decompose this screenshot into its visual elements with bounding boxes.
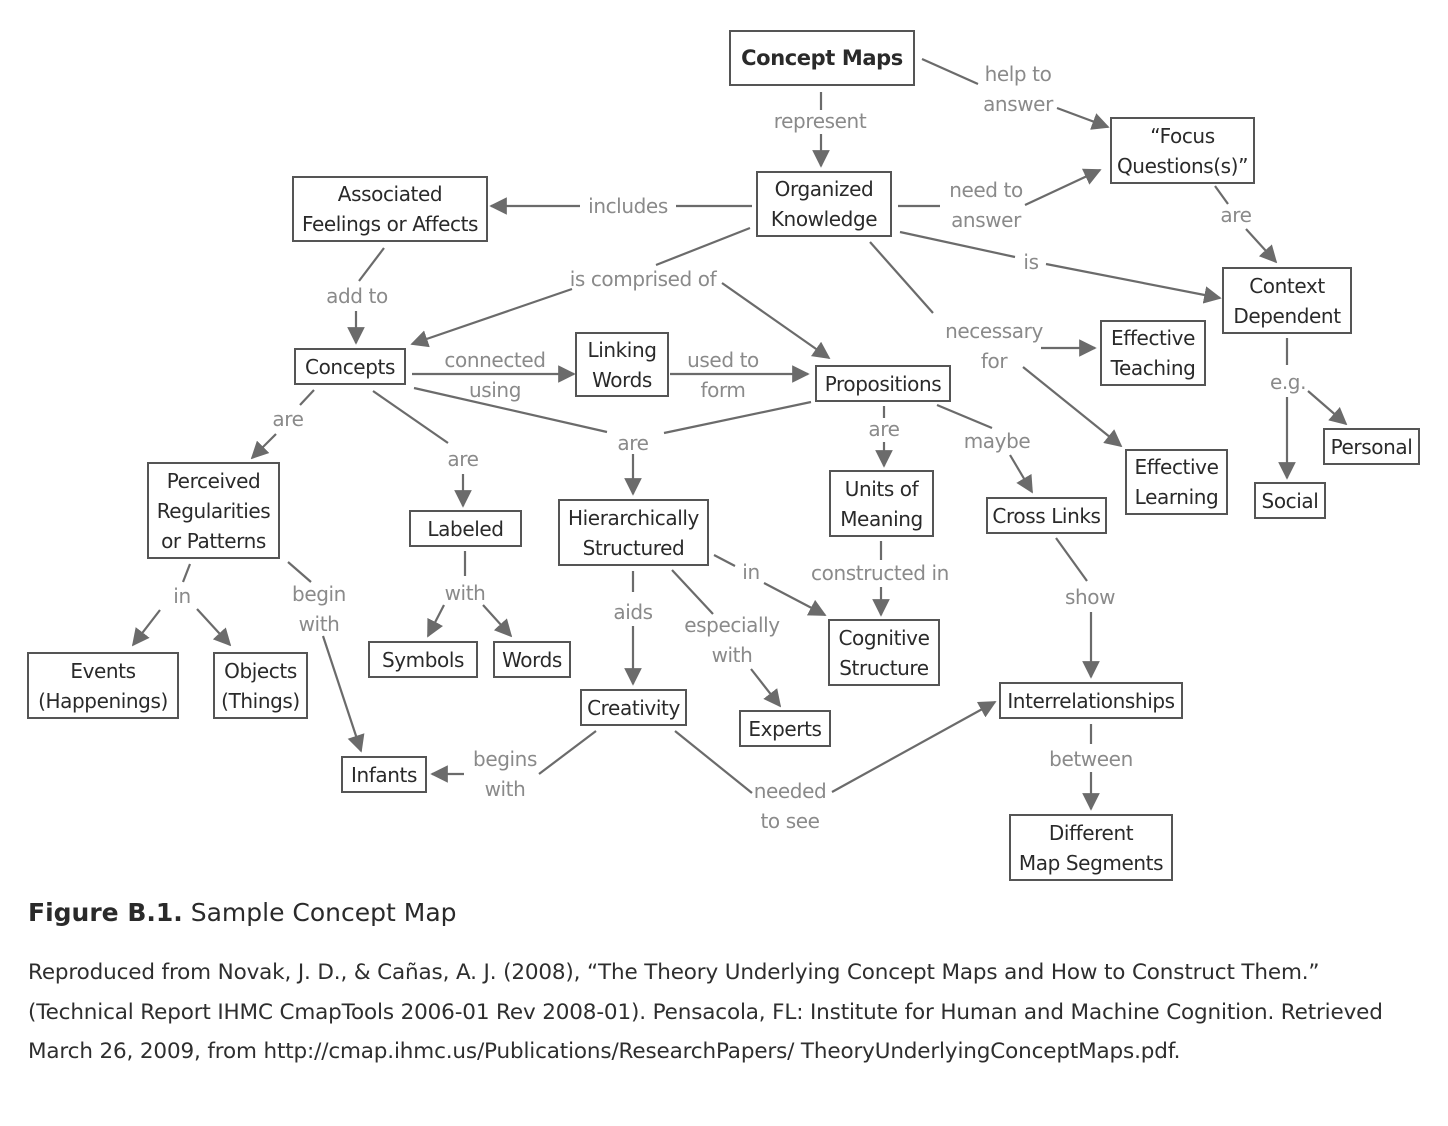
node-hierarchically-structured: Hierarchically Structured: [558, 499, 709, 566]
link-used-to-form: used to form: [687, 348, 759, 402]
node-focus-questions: “Focus Questions(s)”: [1110, 117, 1255, 184]
link-with-labeled: with: [444, 581, 486, 605]
edge-comprised-to-props: [721, 282, 831, 360]
node-associated-feelings: Associated Feelings or Affects: [292, 176, 488, 242]
node-different-map-segments: Different Map Segments: [1009, 814, 1173, 881]
node-events: Events (Happenings): [27, 652, 179, 719]
edge-with-to-symbols: [427, 604, 445, 638]
node-infants: Infants: [341, 756, 427, 793]
edge-props-to-are-hier: [663, 400, 812, 435]
node-propositions: Propositions: [815, 365, 951, 402]
link-begins-with: begins with: [473, 747, 537, 801]
edge-needed-to-inter: [831, 701, 997, 793]
link-eg: e.g.: [1269, 370, 1307, 394]
node-experts: Experts: [739, 710, 831, 747]
link-in-hier: in: [742, 560, 760, 584]
node-words: Words: [493, 641, 571, 678]
edge-hier-to-in: [713, 554, 736, 567]
edge-in-to-events: [131, 609, 161, 647]
node-context-dependent: Context Dependent: [1222, 267, 1352, 334]
edge-creativity-to-needed: [674, 730, 753, 794]
edge-with-to-words: [482, 604, 513, 638]
link-between: between: [1049, 747, 1133, 771]
link-needed-to-see: needed to see: [753, 779, 827, 833]
link-are-concepts-mid: are: [447, 447, 479, 471]
link-are-focus: are: [1220, 203, 1252, 227]
edge-in-to-objects: [196, 608, 232, 647]
edge-perceived-to-in: [181, 563, 192, 583]
node-objects: Objects (Things): [213, 652, 308, 719]
node-cognitive-structure: Cognitive Structure: [828, 619, 940, 686]
node-personal: Personal: [1323, 428, 1420, 465]
edge-is-to-context: [1045, 262, 1222, 304]
edge-ok-to-necessary: [869, 241, 934, 314]
link-especially-with: especially with: [684, 613, 780, 667]
link-help-to-answer: help to answer: [983, 62, 1053, 116]
node-effective-learning: Effective Learning: [1125, 449, 1228, 515]
node-concept-maps: Concept Maps: [729, 30, 915, 86]
node-creativity: Creativity: [580, 689, 687, 726]
edge-feelings-to-add: [358, 247, 385, 282]
node-linking-words: Linking Words: [575, 332, 669, 397]
edge-ok-to-comprised: [655, 226, 751, 267]
link-aids: aids: [613, 600, 653, 624]
edge-hier-to-especially: [671, 569, 714, 615]
node-effective-teaching: Effective Teaching: [1100, 320, 1206, 386]
edge-concepts-to-are-mid: [372, 390, 449, 444]
node-units-of-meaning: Units of Meaning: [829, 470, 934, 537]
figure-source-note: Reproduced from Novak, J. D., & Cañas, A…: [28, 960, 1383, 1064]
node-labeled: Labeled: [409, 510, 522, 547]
node-social: Social: [1254, 482, 1326, 519]
edge-help-to-focus: [1056, 106, 1110, 130]
node-symbols: Symbols: [368, 641, 478, 678]
node-concepts: Concepts: [294, 348, 406, 385]
link-is: is: [1023, 250, 1039, 274]
edge-concept-maps-to-help: [921, 57, 979, 86]
link-includes: includes: [588, 194, 668, 218]
edge-need-to-focus: [1024, 168, 1102, 206]
link-is-comprised-of: is comprised of: [569, 267, 717, 291]
edge-begin-to-infants: [321, 635, 365, 753]
edge-concepts-to-are-left: [299, 389, 315, 406]
figure-title: Sample Concept Map: [190, 898, 457, 927]
edge-props-to-maybe: [936, 403, 993, 430]
link-necessary-for: necessary for: [945, 319, 1043, 373]
figure-caption: Figure B.1. Sample Concept Map: [28, 898, 457, 927]
edge-creativity-to-begins: [538, 730, 597, 775]
link-in-perceived: in: [173, 584, 191, 608]
edge-comprised-to-concepts: [410, 287, 573, 348]
edge-focus-to-are: [1214, 185, 1229, 205]
node-perceived-regularities: Perceived Regularities or Patterns: [147, 462, 280, 559]
link-need-to-answer: need to answer: [949, 178, 1023, 232]
link-constructed-in: constructed in: [811, 561, 949, 585]
edge-ok-to-is: [899, 230, 1016, 259]
node-cross-links: Cross Links: [986, 497, 1107, 534]
link-show: show: [1064, 585, 1116, 609]
figure-label: Figure B.1.: [28, 898, 183, 927]
link-add-to: add to: [326, 284, 388, 308]
link-maybe: maybe: [963, 429, 1031, 453]
concept-map: Concept Maps Organized Knowledge “Focus …: [27, 30, 1420, 881]
edges-layer: [131, 57, 1348, 811]
edge-necessary-to-learning: [1022, 366, 1123, 448]
link-are-props: are: [868, 417, 900, 441]
node-organized-knowledge: Organized Knowledge: [756, 171, 892, 237]
edge-cross-to-show: [1055, 537, 1088, 582]
link-represent: represent: [773, 109, 867, 133]
edge-maybe-to-cross: [1009, 454, 1033, 494]
link-connected-using: connected using: [444, 348, 546, 402]
edge-in-to-cognitive: [763, 582, 827, 616]
edge-are-left-to-perceived: [250, 433, 277, 460]
edge-eg-to-personal: [1307, 390, 1348, 426]
node-interrelationships: Interrelationships: [999, 682, 1183, 719]
edge-are-to-context: [1245, 228, 1278, 264]
edge-concepts-to-are-hier: [413, 386, 608, 434]
link-begin-with: begin with: [292, 582, 346, 636]
edge-perceived-to-begin: [287, 561, 312, 583]
link-are-hier: are: [617, 431, 649, 455]
link-are-concepts-left: are: [272, 407, 304, 431]
edge-especially-to-experts: [750, 668, 782, 708]
